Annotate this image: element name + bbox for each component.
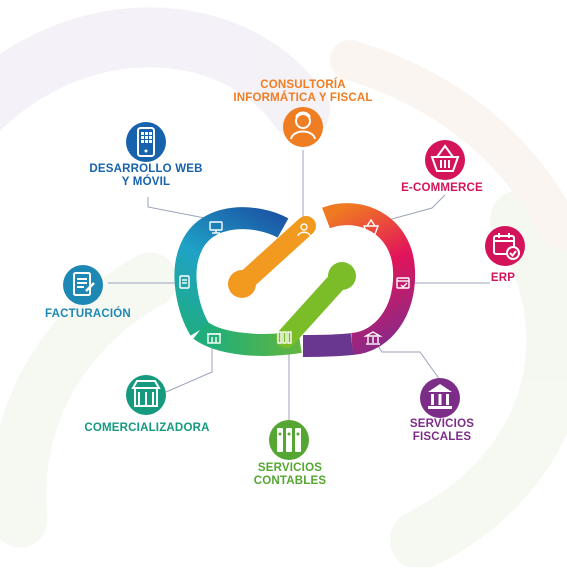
- label-consultoria-line-1: CONSULTORÍA: [260, 79, 346, 91]
- badge-comercializadora: [126, 375, 166, 415]
- connector-comercializadora: [165, 340, 213, 393]
- connector-fiscales: [373, 339, 441, 381]
- label-erp-line-1: ERP: [490, 272, 516, 284]
- label-contables: SERVICIOS CONTABLES: [240, 462, 340, 488]
- label-facturacion-line-1: FACTURACIÓN: [45, 308, 131, 320]
- orange-arm: [232, 216, 316, 294]
- person-icon: [297, 223, 311, 237]
- ring-purple-tail: [302, 333, 354, 357]
- binders-icon: [277, 428, 301, 452]
- ring-left-arc: [174, 207, 289, 336]
- smartphone-icon: [137, 127, 155, 157]
- label-facturacion: FACTURACIÓN: [38, 308, 138, 321]
- person-icon: [290, 111, 316, 140]
- badge-erp: [485, 226, 525, 266]
- label-fiscales: SERVICIOS FISCALES: [392, 418, 492, 444]
- label-fiscales-line-1: SERVICIOS: [409, 418, 475, 430]
- label-consultoria-line-2: INFORMÁTICA Y FISCAL: [233, 92, 373, 104]
- label-contables-line-2: CONTABLES: [253, 475, 327, 487]
- binders-icon: [277, 331, 292, 344]
- label-desarrollo-line-2: Y MÓVIL: [121, 176, 171, 188]
- inner-arms: [228, 216, 356, 348]
- storefront-icon: [207, 333, 221, 344]
- document-icon: [179, 275, 190, 289]
- badge-facturacion: [63, 265, 103, 305]
- monitor-icon: [209, 221, 223, 234]
- storefront-icon: [131, 380, 161, 407]
- label-ecommerce-line-1: E-COMMERCE: [401, 182, 483, 194]
- label-comercializadora-line-1: COMERCIALIZADORA: [84, 422, 210, 434]
- badge-contables: [269, 420, 309, 460]
- shopping-basket-icon: [430, 144, 460, 172]
- ring-icons: [179, 218, 410, 345]
- label-ecommerce: E-COMMERCE: [392, 182, 492, 195]
- badge-consultoria: [283, 107, 323, 147]
- label-consultoria: CONSULTORÍA INFORMÁTICA Y FISCAL: [228, 79, 378, 105]
- orange-arm-end: [228, 270, 256, 298]
- shopping-basket-icon: [362, 218, 380, 235]
- badge-desarrollo: [126, 122, 166, 162]
- ring-right-arc: [322, 203, 416, 355]
- invoice-icon: [73, 272, 95, 296]
- green-arm-end: [328, 262, 356, 290]
- calendar-check-icon: [493, 233, 520, 260]
- connector-desarrollo: [147, 197, 216, 221]
- label-fiscales-line-2: FISCALES: [412, 431, 472, 443]
- bank-building-icon: [428, 384, 452, 409]
- label-erp: ERP: [478, 272, 528, 285]
- background-decoration: [0, 7, 567, 570]
- badge-ecommerce: [425, 140, 465, 180]
- label-desarrollo: DESARROLLO WEB Y MÓVIL: [86, 163, 206, 189]
- bank-building-icon: [363, 331, 383, 345]
- label-comercializadora: COMERCIALIZADORA: [72, 422, 222, 435]
- calendar-check-icon: [396, 277, 410, 289]
- label-desarrollo-line-1: DESARROLLO WEB: [89, 163, 203, 175]
- label-contables-line-1: SERVICIOS: [257, 462, 323, 474]
- badge-fiscales: [420, 378, 460, 418]
